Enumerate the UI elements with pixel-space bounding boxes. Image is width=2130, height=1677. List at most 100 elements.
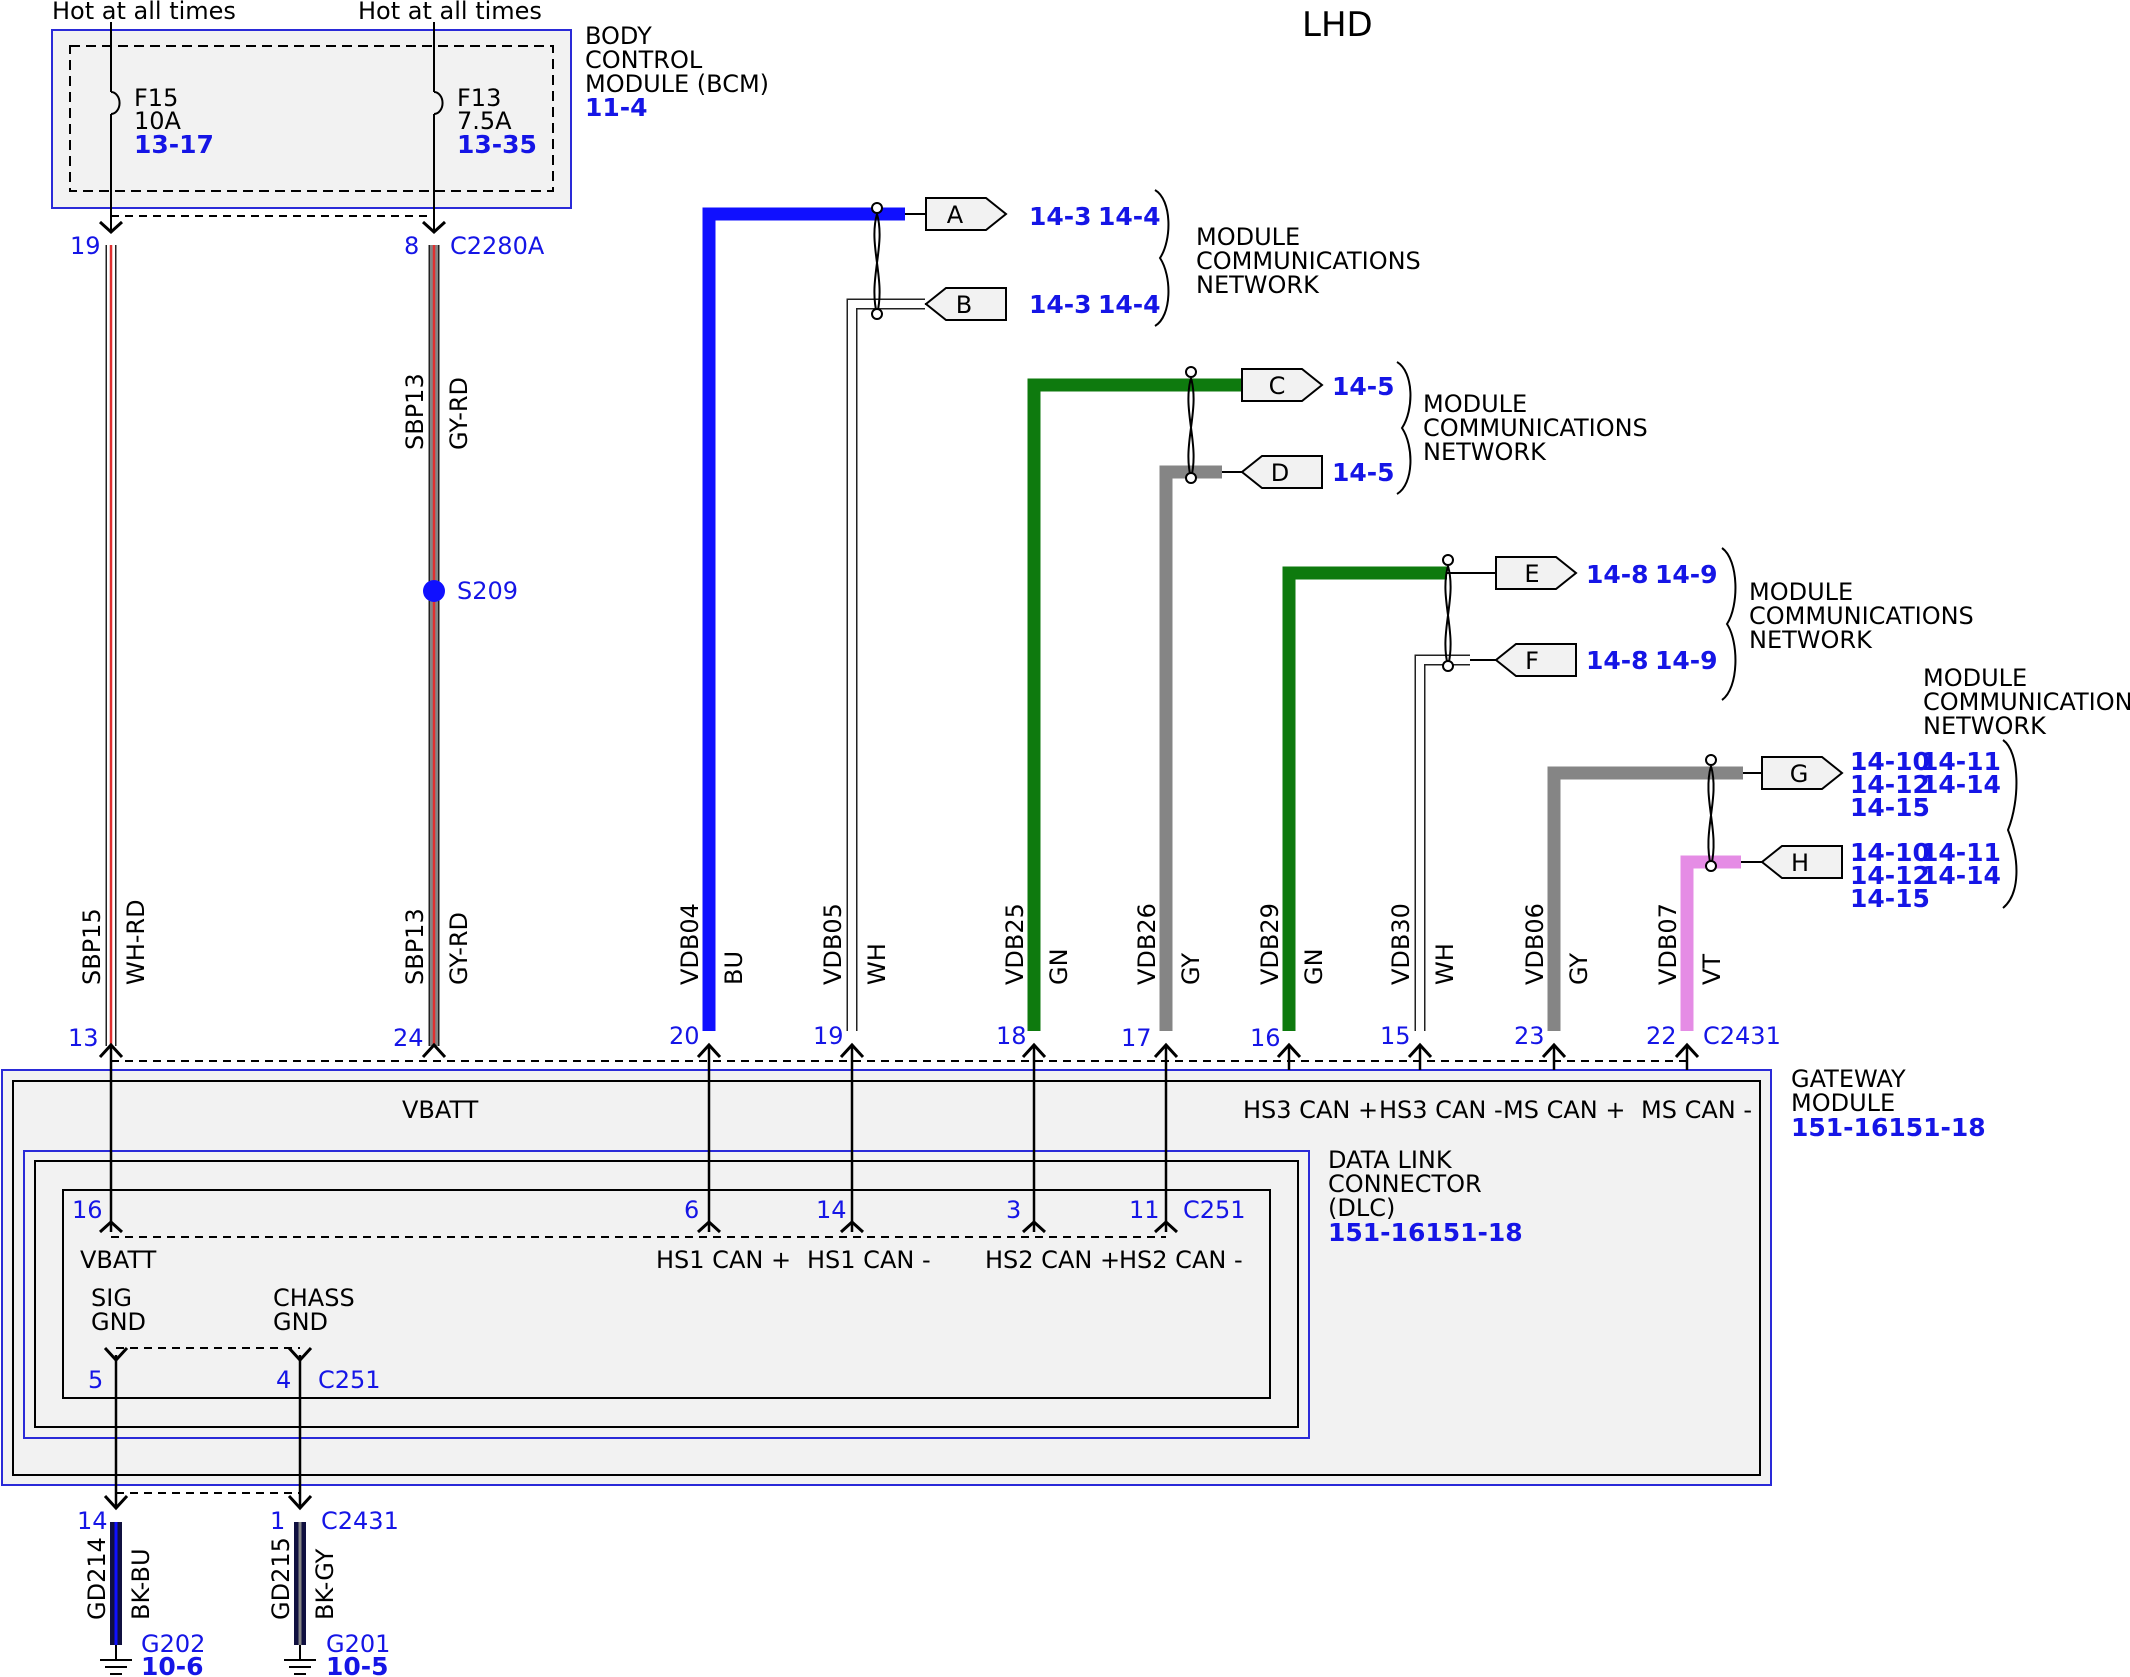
- diagram-title: LHD: [1302, 5, 1373, 45]
- gw-pin-17: 17: [1121, 1024, 1152, 1052]
- gw-pin-label-hs3-plus: HS3 CAN +: [1243, 1096, 1378, 1124]
- svg-text:F: F: [1525, 647, 1539, 675]
- wire-label-vdb30: VDB30: [1387, 903, 1415, 985]
- gw-pin-24: 24: [393, 1024, 424, 1052]
- gw-pin-20: 20: [669, 1022, 700, 1050]
- connector-h-ref-4: 14-14: [1921, 861, 2001, 890]
- net-label-gh-3: NETWORK: [1923, 712, 2047, 740]
- ground-g202-ref: 10-6: [141, 1652, 204, 1677]
- dlc-pin-3: 3: [1006, 1196, 1021, 1224]
- wire-label-vdb05: VDB05: [819, 903, 847, 985]
- bcm-inner-dashed: [69, 45, 554, 192]
- ground-icon: [284, 1645, 316, 1675]
- connector-h: [1760, 845, 1843, 879]
- connector-f-ref-2: 14-9: [1655, 646, 1718, 675]
- wire-color-vdb05: WH: [863, 943, 891, 985]
- hot-at-all-times-2: Hot at all times: [358, 0, 542, 25]
- dlc-pin-label-vbatt: VBATT: [80, 1246, 157, 1274]
- wire-label-vdb29: VDB29: [1256, 903, 1284, 985]
- net-label-ab-3: NETWORK: [1196, 271, 1320, 299]
- connector-b-ref-2: 14-4: [1098, 290, 1161, 319]
- wire-label-sbp13: SBP13: [401, 908, 429, 985]
- fuse-icon-f15: [110, 91, 121, 115]
- dlc-sig-gnd-2: GND: [91, 1308, 146, 1336]
- bcm-label-1: BODY: [585, 22, 652, 50]
- svg-text:E: E: [1524, 560, 1539, 588]
- net-wire-labels: VDB04 BU VDB05 WH VDB25 GN VDB26 GY VDB2…: [669, 903, 1781, 1052]
- dlc-outer-box: [23, 1150, 1310, 1439]
- gateway-outer-box: [1, 1069, 1772, 1486]
- wire-label-gd215: GD215: [267, 1537, 295, 1620]
- wire-label-sbp15: SBP15: [78, 908, 106, 985]
- connector-h-ref-2: 14-11: [1921, 838, 2001, 867]
- connector-a-ref-1: 14-3: [1029, 202, 1092, 231]
- wire-vdb06-gy: [1547, 766, 1743, 1031]
- fuse-icon-f13: [433, 91, 444, 115]
- dlc-pin-5: 5: [88, 1366, 103, 1394]
- network-wires: [702, 202, 1762, 1031]
- wire-color-vdb26: GY: [1177, 953, 1205, 985]
- dlc-chass-gnd-2: GND: [273, 1308, 328, 1336]
- net-label-cd-2: COMMUNICATIONS: [1423, 414, 1648, 442]
- ground-g202: G202: [141, 1630, 205, 1658]
- connector-b-ref-1: 14-3: [1029, 290, 1092, 319]
- wire-vdb25-gn: [1027, 378, 1243, 1031]
- net-label-ef-3: NETWORK: [1749, 626, 1873, 654]
- bcm-label-3: MODULE (BCM): [585, 70, 769, 98]
- gnd-pin-1: 1: [270, 1507, 285, 1535]
- wire-label-sbp13-upper: SBP13: [401, 373, 429, 450]
- gnd-connector: C2431: [321, 1507, 399, 1535]
- connector-g: [1761, 756, 1844, 790]
- brace-icons: [1154, 189, 2018, 909]
- gateway-module: VBATT HS3 CAN + HS3 CAN - MS CAN + MS CA…: [1, 1060, 1986, 1486]
- wire-color-vdb29: GN: [1300, 948, 1328, 985]
- wire-vdb05-wh: [848, 300, 925, 1031]
- connector-e: [1495, 556, 1578, 590]
- twist-icon: [871, 202, 1717, 872]
- net-label-gh-2: COMMUNICATIONS: [1923, 688, 2130, 716]
- fuse-f15-name: F15: [134, 84, 178, 112]
- net-label-cd-1: MODULE: [1423, 390, 1527, 418]
- gw-pin-22: 22: [1646, 1022, 1677, 1050]
- fuse-f13-name: F13: [457, 84, 501, 112]
- dlc-pin-4: 4: [276, 1366, 291, 1394]
- connector-flags: A 14-3 14-4 B 14-3 14-4 C 14-5 D 14-5 E …: [924, 197, 2001, 913]
- power-wires: S209 SBP13 GY-RD SBP15 WH-RD SBP13 GY-RD…: [68, 245, 518, 1052]
- gw-pin-23: 23: [1514, 1022, 1545, 1050]
- wire-vdb29-gn: [1282, 566, 1447, 1031]
- internal-wires: [109, 1046, 1689, 1508]
- pin-arrow-icon: [98, 220, 124, 235]
- connector-g-ref-1: 14-10: [1850, 747, 1930, 776]
- net-label-ab-2: COMMUNICATIONS: [1196, 247, 1421, 275]
- dlc-gnd-connector: C251: [318, 1366, 381, 1394]
- connector-b: [924, 287, 1007, 321]
- ground-icon: [100, 1645, 132, 1675]
- wire-color-vdb30: WH: [1431, 943, 1459, 985]
- dlc-label-2: CONNECTOR: [1328, 1170, 1482, 1198]
- gateway-label-1: GATEWAY: [1791, 1065, 1906, 1093]
- fuse-f13-ref: 13-35: [457, 130, 537, 159]
- wire-vdb26-gy: [1159, 465, 1222, 1031]
- splice-s209: [423, 580, 445, 602]
- pin-arrow-icons: [98, 1042, 1700, 1511]
- connector-d-ref: 14-5: [1332, 458, 1395, 487]
- gnd-pin-14: 14: [77, 1507, 108, 1535]
- gw-pin-label-ms-minus: MS CAN -: [1641, 1096, 1752, 1124]
- dlc-pin-label-hs2-plus: HS2 CAN +: [985, 1246, 1120, 1274]
- gw-pin-13: 13: [68, 1024, 99, 1052]
- dlc-pin-label-hs1-plus: HS1 CAN +: [656, 1246, 791, 1274]
- connector-e-ref-1: 14-8: [1586, 560, 1649, 589]
- wire-vdb30-wh: [1416, 656, 1470, 1031]
- splice-label: S209: [457, 577, 518, 605]
- dlc-pin-11: 11: [1129, 1196, 1160, 1224]
- net-label-cd-3: NETWORK: [1423, 438, 1547, 466]
- wire-vdb04-bu: [702, 207, 905, 1031]
- bcm-ref: 11-4: [585, 93, 648, 122]
- wire-vdb07-vt: [1680, 855, 1741, 1031]
- wire-color-wh-rd: WH-RD: [122, 899, 150, 985]
- svg-text:G: G: [1790, 760, 1809, 788]
- connector-c: [1241, 368, 1324, 402]
- connector-g-ref-4: 14-14: [1921, 770, 2001, 799]
- gw-pin-label-ms-plus: MS CAN +: [1503, 1096, 1625, 1124]
- dlc-chass-gnd-1: CHASS: [273, 1284, 355, 1312]
